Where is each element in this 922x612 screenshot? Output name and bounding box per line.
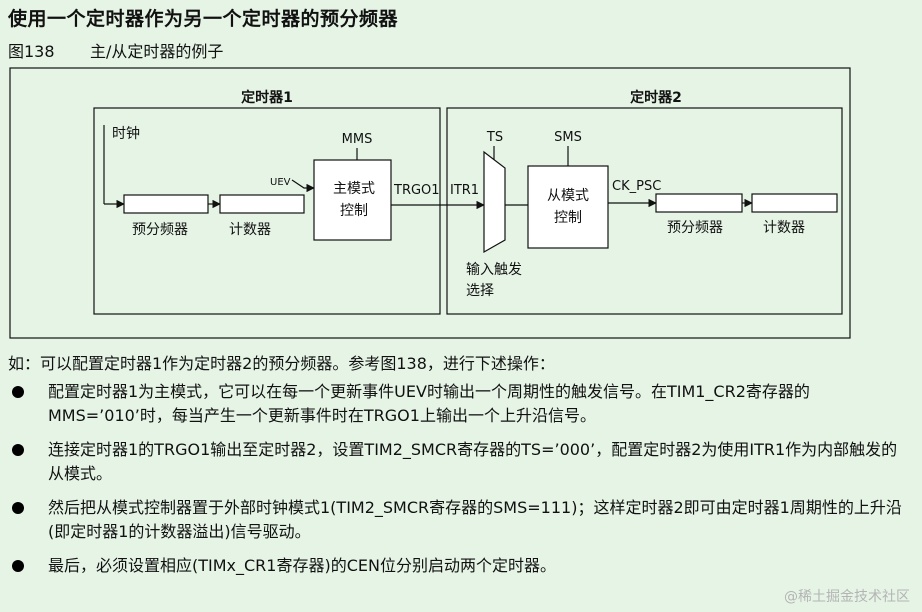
ckpsc-label: CK_PSC	[612, 179, 661, 194]
timer2-prescaler-box	[655, 193, 743, 213]
figure-number: 图138	[8, 42, 55, 61]
bullet-dot-icon	[12, 502, 24, 514]
itr-label: ITR1	[450, 183, 479, 198]
list-item: 连接定时器1的TRGO1输出至定时器2，设置TIM2_SMCR寄存器的TS=’0…	[8, 438, 908, 486]
timer1-prescaler-box	[123, 194, 209, 214]
bullet-dot-icon	[12, 560, 24, 572]
timer1-counter-box	[219, 194, 305, 214]
master-mode-line1: 主模式	[333, 181, 375, 197]
watermark: @稀土掘金技术社区	[784, 589, 910, 605]
list-item-text: 然后把从模式控制器置于外部时钟模式1(TIM2_SMCR寄存器的SMS=111)…	[48, 498, 902, 541]
steps-list: 配置定时器1为主模式，它可以在每一个更新事件UEV时输出一个周期性的触发信号。在…	[8, 380, 908, 578]
figure-title: 主/从定时器的例子	[90, 42, 224, 61]
figure-caption: 图138 主/从定时器的例子	[8, 38, 223, 62]
intro-paragraph: 如：可以配置定时器1作为定时器2的预分频器。参考图138，进行下述操作：	[8, 354, 555, 373]
timer2-prescaler-label: 预分频器	[667, 220, 723, 236]
trgo-label: TRGO1	[393, 183, 440, 198]
ts-label: TS	[486, 130, 503, 145]
mms-label: MMS	[342, 132, 373, 147]
timer2-box	[446, 107, 843, 315]
selector-label-line1: 输入触发	[466, 262, 522, 278]
list-item-text: 连接定时器1的TRGO1输出至定时器2，设置TIM2_SMCR寄存器的TS=’0…	[48, 440, 898, 483]
bullet-dot-icon	[12, 444, 24, 456]
slave-mode-line2: 控制	[554, 210, 582, 226]
list-item: 然后把从模式控制器置于外部时钟模式1(TIM2_SMCR寄存器的SMS=111)…	[8, 496, 908, 544]
timer1-title: 定时器1	[241, 89, 293, 106]
slave-mode-line1: 从模式	[547, 188, 589, 204]
list-item: 配置定时器1为主模式，它可以在每一个更新事件UEV时输出一个周期性的触发信号。在…	[8, 380, 908, 428]
bullet-dot-icon	[12, 386, 24, 398]
timer1-box	[93, 107, 441, 315]
outer-frame	[9, 67, 851, 339]
sms-label: SMS	[554, 130, 582, 145]
explanation-text: 如：可以配置定时器1作为定时器2的预分频器。参考图138，进行下述操作： 配置定…	[8, 352, 908, 588]
list-item-text: 配置定时器1为主模式，它可以在每一个更新事件UEV时输出一个周期性的触发信号。在…	[48, 382, 810, 425]
timer1-prescaler-label: 预分频器	[132, 222, 188, 238]
clock-label: 时钟	[112, 125, 140, 142]
timer2-counter-label: 计数器	[763, 220, 805, 236]
timer2-title: 定时器2	[630, 89, 682, 106]
list-item-text: 最后，必须设置相应(TIMx_CR1寄存器)的CEN位分别启动两个定时器。	[48, 556, 556, 575]
timer1-counter-label: 计数器	[229, 222, 271, 238]
selector-label-line2: 选择	[466, 283, 494, 299]
uev-label: UEV	[270, 177, 291, 188]
master-mode-line2: 控制	[340, 203, 368, 219]
slave-mode-box	[527, 165, 609, 249]
timer2-counter-box	[751, 193, 838, 213]
list-item: 最后，必须设置相应(TIMx_CR1寄存器)的CEN位分别启动两个定时器。	[8, 554, 908, 578]
master-mode-box	[313, 159, 392, 241]
trigger-selector-mux	[483, 150, 506, 254]
page-heading: 使用一个定时器作为另一个定时器的预分频器	[8, 8, 399, 30]
uev-arrow	[291, 179, 315, 193]
timer-diagram: 定时器1 定时器2 时钟 预分频器 计数器 UEV MMS 主模式 控制 TRG…	[9, 67, 851, 339]
